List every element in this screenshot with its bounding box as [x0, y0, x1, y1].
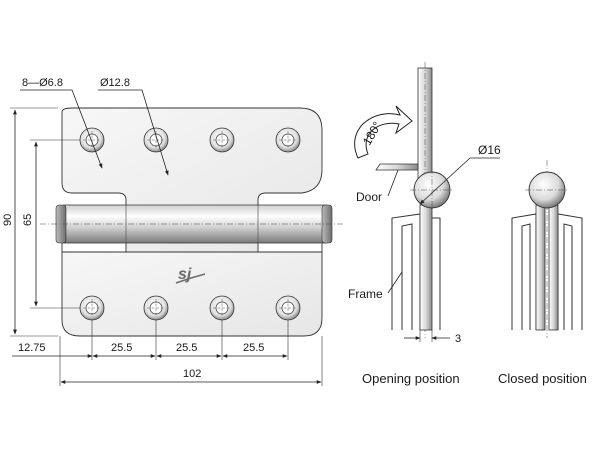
dim-gap-text: 3 [455, 333, 461, 345]
dim-height-overall: 90 [2, 107, 58, 337]
countersunk-hole [209, 127, 235, 153]
closed-right-leaf [548, 204, 559, 331]
closed-frame-profile [511, 213, 583, 330]
countersunk-hole [79, 295, 105, 321]
closed-position-caption: Closed position [498, 371, 587, 386]
countersink-callout-text: Ø12.8 [100, 77, 130, 89]
closed-left-leaf [535, 204, 546, 331]
dim-height-overall-text: 90 [2, 214, 14, 226]
dim-width-overall-text: 102 [183, 368, 201, 380]
opening-lower-leaf [419, 204, 433, 331]
countersink-callout-leader [98, 89, 169, 176]
dim-height-holes: 65 [22, 139, 80, 309]
countersunk-hole [143, 295, 169, 321]
pin-diameter-text: Ø16 [478, 143, 501, 157]
dim-pitch-2-text: 25.5 [176, 342, 197, 354]
countersunk-hole [143, 127, 169, 153]
dim-width-overall: 102 [60, 368, 322, 384]
frame-leader [387, 271, 403, 294]
dim-gap: 3 [404, 330, 461, 345]
mounting-holes [79, 127, 301, 321]
countersunk-hole [275, 127, 301, 153]
dim-hole-pitch-row: 12.75 25.5 25.5 25.5 [12, 320, 323, 386]
lower-leaf-plate [61, 251, 323, 337]
opening-position-view: Ø16 180° Door Frame 3 Opening position [348, 62, 501, 386]
countersunk-hole [209, 295, 235, 321]
opening-frame-profile [391, 213, 421, 330]
frame-label: Frame [348, 287, 383, 301]
hinge-barrel [40, 204, 345, 244]
opening-right-wall [432, 217, 441, 330]
opening-position-caption: Opening position [362, 371, 460, 386]
closed-position-view: Closed position [498, 160, 587, 386]
holes-callout-leader [20, 89, 103, 169]
logo-swoosh [175, 273, 206, 284]
dim-pitch-1-text: 25.5 [111, 342, 132, 354]
countersunk-hole [275, 295, 301, 321]
pin-diameter-leader [419, 157, 471, 205]
opening-door-bracket [375, 163, 419, 171]
door-leader [387, 169, 399, 197]
dim-pitch-3-text: 25.5 [243, 342, 264, 354]
front-view: sj 8—Ø6.8 Ø12.8 90 65 [2, 77, 345, 386]
door-label: Door [356, 190, 382, 204]
dim-edge-offset-text: 12.75 [18, 342, 46, 354]
rotation-arrow: 180° [354, 105, 413, 159]
holes-callout-text: 8—Ø6.8 [22, 77, 63, 89]
countersunk-hole [79, 127, 105, 153]
dim-height-holes-text: 65 [22, 214, 34, 226]
